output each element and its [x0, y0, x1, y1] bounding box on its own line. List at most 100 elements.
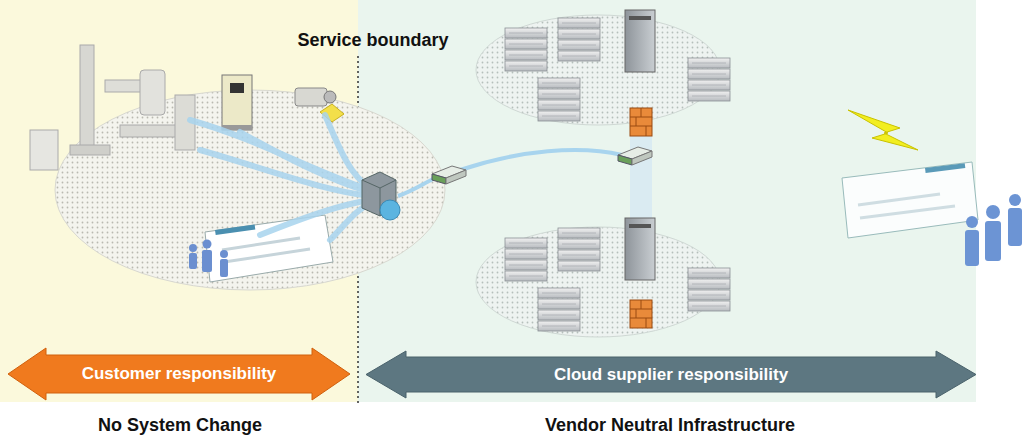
workstation-screen: [205, 215, 333, 282]
workstation-screen: [222, 238, 300, 250]
rack-server: [505, 238, 547, 281]
rack-server: [692, 74, 726, 75]
rack-server: [692, 96, 726, 97]
double-arrow-outline: [8, 348, 350, 400]
rack-server: [538, 78, 580, 88]
remote-users: [965, 194, 1022, 266]
arrow-label: Customer responsibility: [82, 364, 277, 384]
rack-server: [538, 89, 580, 99]
rack-server: [562, 233, 596, 234]
remote-users: [1008, 208, 1022, 246]
remote-screen: [860, 206, 955, 218]
server-racks: [505, 10, 730, 331]
rack-server: [509, 33, 543, 34]
rack-server: [538, 78, 580, 121]
tower-server: [625, 218, 655, 280]
rack-server: [542, 315, 576, 316]
users-left: [202, 250, 212, 272]
workstation-screen: [215, 224, 255, 235]
users-left: [189, 240, 228, 278]
rack-server: [558, 250, 600, 260]
pacs-server: [230, 83, 244, 93]
users-left: [189, 244, 197, 252]
tower-server: [625, 218, 655, 280]
routers: [432, 147, 652, 184]
double-arrow-outline: [366, 351, 976, 398]
rack-server: [688, 268, 730, 278]
tower-server: [629, 224, 651, 228]
remote-users: [966, 216, 978, 228]
remote-screen: [842, 162, 978, 238]
rack-server: [509, 44, 543, 45]
rack-server: [692, 85, 726, 86]
zone-caption: No System Change: [98, 415, 262, 436]
workstation-screen: [224, 249, 310, 262]
rack-server: [688, 91, 730, 101]
network-link: [460, 150, 622, 170]
rack-server: [692, 273, 726, 274]
workstation-screen: [205, 215, 333, 282]
rack-server: [688, 290, 730, 300]
pacs-server: [222, 75, 252, 130]
rack-server: [692, 295, 726, 296]
routers: [432, 174, 446, 184]
rack-server: [692, 63, 726, 64]
rack-server: [505, 249, 547, 259]
rack-server: [562, 56, 596, 57]
rack-server: [688, 69, 730, 79]
rack-server: [688, 58, 730, 68]
tower-server: [625, 10, 655, 72]
camera-device: [295, 88, 327, 106]
users-left: [189, 253, 197, 269]
rack-server: [562, 255, 596, 256]
users-left: [220, 259, 228, 277]
gateway: [362, 180, 396, 188]
boundary-label: Service boundary: [297, 30, 448, 51]
rack-server: [542, 83, 576, 84]
rack-server: [688, 80, 730, 90]
tower-server: [629, 16, 651, 20]
rack-server: [542, 116, 576, 117]
xray-machine: [70, 145, 110, 155]
zone-caption: Vendor Neutral Infrastructure: [545, 415, 795, 436]
routers: [618, 155, 632, 165]
rack-server: [562, 45, 596, 46]
rack-server: [562, 244, 596, 245]
cloud-platforms: [476, 15, 720, 337]
rack-server: [509, 265, 543, 266]
rack-server: [538, 288, 580, 298]
rack-server: [538, 111, 580, 121]
xray-machine: [80, 45, 94, 150]
routers: [446, 170, 466, 184]
rack-server: [688, 279, 730, 289]
cloud-platforms: [476, 227, 720, 337]
remote-users: [986, 205, 1000, 219]
remote-screen: [858, 194, 940, 205]
responsibility-arrow: Cloud supplier responsibility: [366, 351, 976, 398]
lightning-bolt: [848, 110, 918, 150]
rack-server: [509, 243, 543, 244]
xray-machine: [30, 130, 58, 170]
rack-server: [509, 55, 543, 56]
tower-server: [625, 10, 655, 72]
rack-server: [688, 301, 730, 311]
cloud-platforms: [476, 15, 720, 125]
rack-server: [538, 100, 580, 110]
rack-server: [692, 284, 726, 285]
rack-server: [505, 260, 547, 270]
rack-server: [558, 51, 600, 61]
responsibility-arrow: Customer responsibility: [8, 348, 350, 400]
xray-machine: [140, 70, 165, 115]
rack-server: [538, 310, 580, 320]
rack-server: [505, 39, 547, 49]
gateway: [380, 200, 400, 220]
rack-server: [542, 304, 576, 305]
rack-server: [692, 306, 726, 307]
firewalls: [630, 108, 652, 328]
rack-server: [688, 268, 730, 311]
rack-server: [562, 23, 596, 24]
rack-server: [558, 228, 600, 271]
rack-server: [505, 28, 547, 71]
rack-server: [562, 266, 596, 267]
remote-users: [985, 221, 1001, 261]
